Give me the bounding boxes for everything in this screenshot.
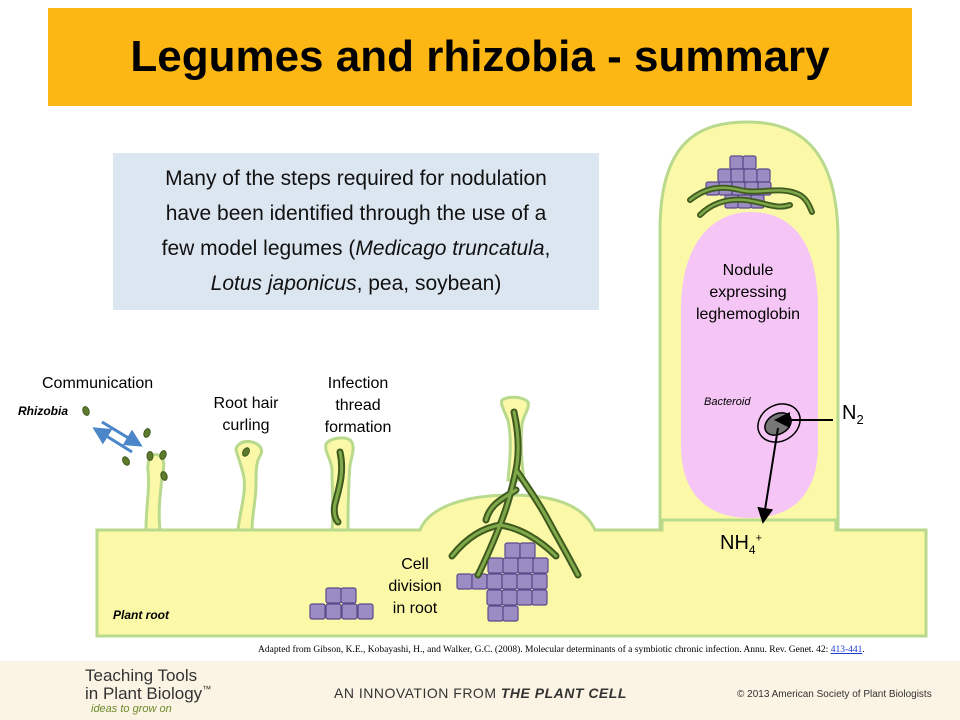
nh4-sup: +	[755, 532, 763, 545]
label-nh4: NH4+	[720, 532, 762, 557]
info-line-1: Many of the steps required for nodulatio…	[165, 167, 547, 190]
footer-bar	[0, 661, 960, 720]
infection-threads	[330, 408, 582, 579]
label-infection-line1: Infection	[327, 375, 389, 392]
footer-innovation: AN INNOVATION FROM THE PLANT CELL	[334, 685, 627, 701]
label-root-hair-line2: curling	[222, 417, 270, 434]
label-nodule-line1: Nodule	[722, 262, 774, 279]
info-line-3-end: ,	[544, 237, 551, 260]
info-line-2: have been identified through the use of …	[165, 202, 547, 225]
nodule-tip-threads	[687, 184, 815, 218]
label-cell-line3: in root	[392, 600, 438, 617]
citation-text: Adapted from Gibson, K.E., Kobayashi, H.…	[258, 645, 831, 655]
footer-innovation-pre: AN INNOVATION FROM	[334, 685, 501, 701]
label-nodule-line2: expressing	[709, 284, 787, 301]
label-cell-line1: Cell	[401, 556, 429, 573]
label-rhizobia: Rhizobia	[18, 404, 68, 418]
nodule-interior	[681, 212, 818, 518]
label-infection-line3: formation	[324, 419, 392, 436]
info-line-4: Lotus japonicus, pea, soybean)	[123, 266, 589, 301]
label-n2: N2	[842, 402, 864, 427]
label-root-hair-curling: Root hair curling	[200, 393, 292, 437]
label-nodule: Nodule expressing leghemoglobin	[680, 260, 816, 326]
root-hair-1	[144, 453, 166, 532]
n2-sub: 2	[856, 412, 864, 427]
label-nodule-line3: leghemoglobin	[695, 306, 801, 323]
label-root-hair-line1: Root hair	[213, 395, 279, 412]
footer-brand-line2: in Plant Biology™	[85, 684, 211, 704]
species-medicago: Medicago truncatula	[355, 237, 545, 260]
footer-plant-cell: THE PLANT CELL	[500, 685, 627, 701]
signal-arrow-2	[92, 427, 133, 454]
nh4-arrow	[757, 427, 779, 524]
info-box: Many of the steps required for nodulatio…	[113, 153, 599, 310]
title-banner: Legumes and rhizobia - summary	[48, 8, 912, 106]
citation-end: .	[862, 645, 865, 655]
label-cell-division: Cell division in root	[373, 554, 457, 620]
species-lotus: Lotus japonicus	[210, 272, 357, 295]
info-line-4-text: , pea, soybean)	[356, 272, 502, 295]
root-cells-small	[309, 587, 374, 620]
page-title: Legumes and rhizobia - summary	[130, 32, 830, 81]
footer-brand-line1: Teaching Tools	[85, 666, 198, 685]
label-infection-line2: thread	[335, 397, 381, 414]
footer-brand-line2-text: in Plant Biology	[85, 684, 203, 703]
info-line-3-text: few model legumes (	[161, 237, 356, 260]
root-hair-2	[234, 440, 264, 532]
info-line-3: few model legumes (Medicago truncatula,	[123, 231, 589, 266]
n2-base: N	[842, 402, 857, 424]
signal-arrow-1	[101, 420, 143, 447]
nh4-sub: 4	[748, 543, 756, 557]
label-cell-line2: division	[388, 578, 442, 595]
label-plant-root: Plant root	[113, 608, 169, 622]
rhizobia-bacteria	[82, 406, 250, 481]
citation: Adapted from Gibson, K.E., Kobayashi, H.…	[258, 645, 865, 655]
nh4-base: NH	[720, 532, 749, 554]
label-infection-thread: Infection thread formation	[308, 373, 408, 439]
citation-link[interactable]: 413-441	[830, 645, 863, 655]
label-bacteroid: Bacteroid	[704, 396, 751, 408]
footer-copyright: © 2013 American Society of Plant Biologi…	[737, 689, 932, 700]
label-communication: Communication	[42, 375, 154, 392]
footer-brand-tm: ™	[202, 684, 212, 694]
footer-tagline: ideas to grow on	[91, 703, 172, 715]
